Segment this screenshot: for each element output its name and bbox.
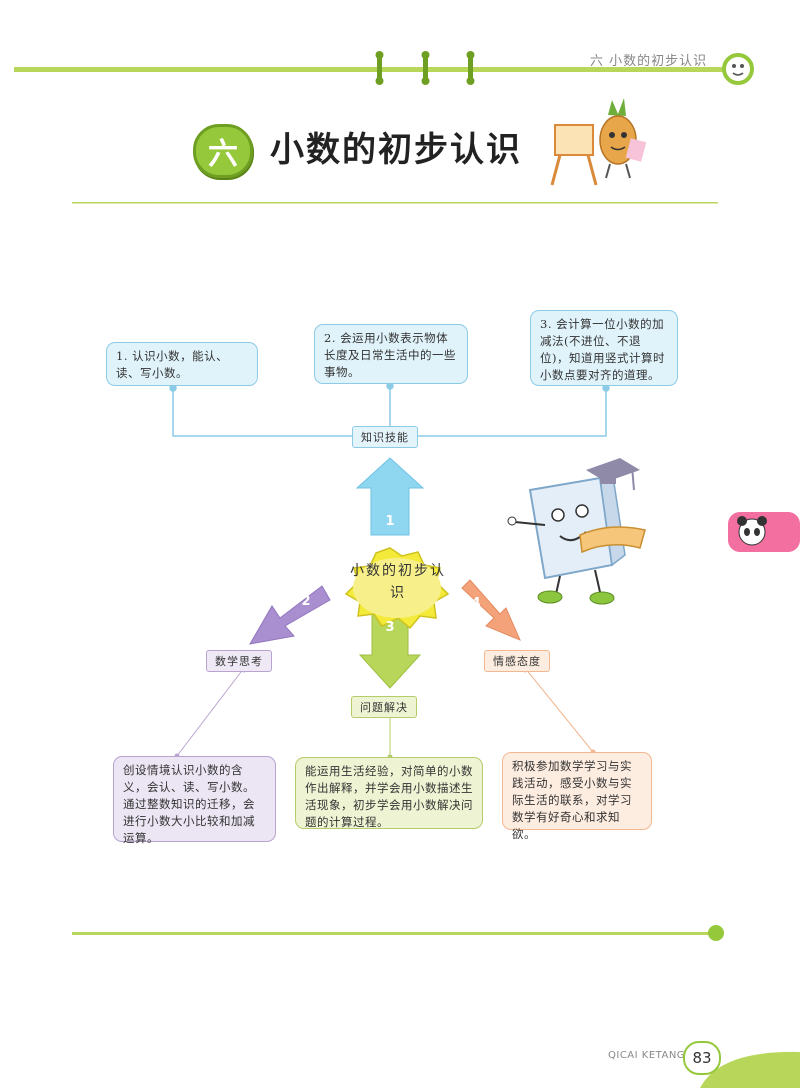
book-mascot-icon (507, 458, 646, 605)
thinking-box: 创设情境认识小数的含义，会认、读、写小数。通过整数知识的迁移，会进行小数大小比较… (113, 756, 276, 845)
center-topic: 小数的初步认识 (350, 563, 446, 601)
label-knowledge: 知识技能 (352, 426, 418, 448)
footer-bar (72, 932, 712, 935)
arrow-number-3: 3 (385, 620, 395, 635)
corner-blob (700, 1051, 800, 1088)
title-underline (72, 202, 718, 204)
arrow-number-4: 4 (471, 596, 481, 611)
header-badge-icon (722, 53, 754, 85)
knowledge-item-2: 2. 会运用小数表示物体长度及日常生活中的一些事物。 (314, 324, 468, 384)
knowledge-item-3: 3. 会计算一位小数的加减法(不进位、不退位)，知道用竖式计算时小数点要对齐的道… (530, 310, 678, 386)
problem-box: 能运用生活经验，对简单的小数作出解释，并学会用小数描述生活现象，初步学会用小数解… (295, 757, 483, 829)
arrow-thinking (249, 585, 331, 645)
label-thinking: 数学思考 (206, 650, 272, 672)
arrow-attitude (461, 579, 521, 641)
chapter-number-badge: 六 (193, 124, 253, 178)
arrow-number-2: 2 (301, 594, 311, 609)
chapter-title: 小数的初步认识 (270, 130, 522, 170)
header-chapter-label: 六 小数的初步认识 (590, 54, 708, 69)
panda-tab-icon (728, 512, 800, 552)
label-problem: 问题解决 (351, 696, 417, 718)
arrow-knowledge (355, 457, 425, 536)
page-number: 83 (683, 1041, 721, 1075)
footer-brand: QICAI KETANG (608, 1050, 686, 1061)
attitude-box: 积极参加数学学习与实践活动，感受小数与实际生活的联系，对学习数学有好奇心和求知欲… (502, 752, 652, 841)
footer-bar-dot (708, 925, 724, 941)
center-starburst (344, 547, 450, 630)
arrow-number-1: 1 (385, 514, 395, 529)
pineapple-mascot-icon (550, 98, 647, 186)
binder-rings (375, 51, 475, 85)
knowledge-item-1: 1. 认识小数，能认、读、写小数。 (106, 342, 258, 386)
label-attitude: 情感态度 (484, 650, 550, 672)
header-bar (14, 67, 734, 72)
